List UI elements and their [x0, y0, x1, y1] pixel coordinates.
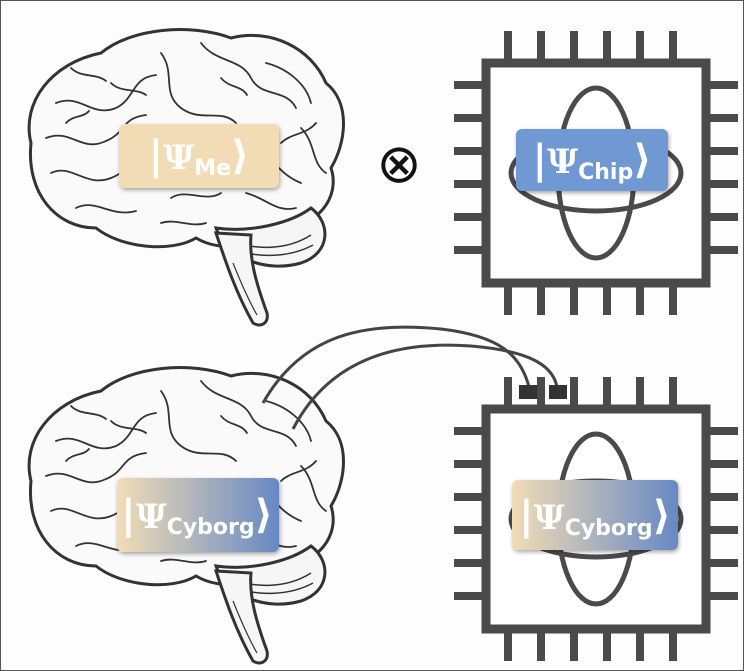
tensor-product-operator: ⊗ — [376, 132, 421, 195]
ket-psi-cyborg-brain-subscript: Cyborg — [167, 515, 255, 540]
neural-link-wires — [261, 325, 559, 430]
ket-psi-me-subscript: Me — [194, 156, 231, 181]
ket-psi-cyborg-brain-symbol: Ψ — [136, 497, 167, 537]
svg-text:|ΨMe⟩: |ΨMe⟩ — [149, 132, 250, 181]
svg-text:|ΨChip⟩: |ΨChip⟩ — [533, 136, 652, 185]
ket-psi-chip-symbol: Ψ — [547, 142, 578, 182]
tensor-product-symbol: ⊗ — [376, 132, 421, 195]
ket-psi-cyborg-chip-symbol: Ψ — [534, 498, 565, 538]
ket-psi-cyborg-chip: |ΨCyborg⟩ — [512, 480, 678, 550]
ket-psi-cyborg-brain: |ΨCyborg⟩ — [117, 478, 279, 552]
ket-psi-me-symbol: Ψ — [163, 138, 194, 178]
ket-psi-cyborg-chip-subscript: Cyborg — [565, 516, 653, 541]
svg-text:|ΨCyborg⟩: |ΨCyborg⟩ — [121, 491, 273, 540]
svg-text:|ΨCyborg⟩: |ΨCyborg⟩ — [519, 492, 671, 541]
ket-psi-me: |ΨMe⟩ — [119, 124, 279, 188]
ket-psi-chip-subscript: Chip — [578, 160, 633, 185]
ket-psi-chip: |ΨChip⟩ — [516, 129, 668, 191]
wire-connectors — [519, 385, 567, 399]
